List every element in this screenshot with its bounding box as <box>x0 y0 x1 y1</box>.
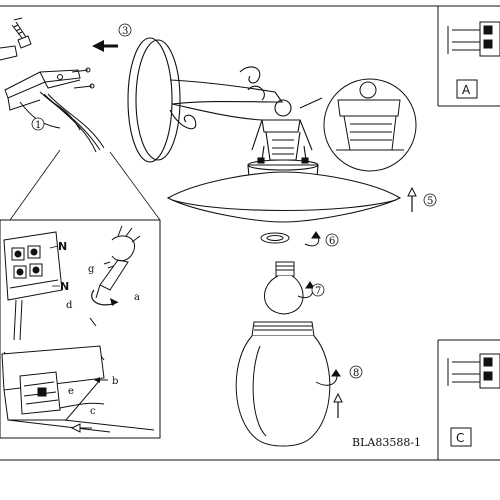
step5-number: 5 <box>427 196 433 207</box>
step5-label: 5 <box>423 193 437 207</box>
panel-c-connector <box>447 353 500 389</box>
panel-c-letter: C <box>456 431 464 445</box>
detail-label-a: a <box>134 292 140 303</box>
arrow-left-icon <box>70 423 92 433</box>
step7-label: 7 <box>311 283 325 297</box>
step8-glass-shade <box>235 321 341 447</box>
panel-a-letter: A <box>462 83 471 97</box>
arrow-up-icon <box>407 186 417 212</box>
step3-label: 3 <box>118 23 132 37</box>
step7-number: 7 <box>315 286 321 297</box>
rotate-arrow-icon <box>91 289 119 306</box>
cage-detail-zoom <box>299 78 417 172</box>
step3-lamp-body <box>127 37 402 223</box>
detail-label-d: d <box>66 300 73 311</box>
screwdriver-icon <box>95 225 141 299</box>
junction-housing <box>1 345 155 433</box>
step1-label: 1 <box>31 117 45 131</box>
detail-label-e: e <box>68 386 74 397</box>
model-code: BLA83588-1 <box>352 436 421 449</box>
terminal-n-bottom: N <box>60 280 69 293</box>
step8-number: 8 <box>353 368 359 379</box>
arrow-up-icon <box>333 392 343 418</box>
screw-icon <box>11 17 32 49</box>
terminal-n-top: N <box>58 240 67 253</box>
step1-number: 1 <box>35 120 41 131</box>
detail-label-c: c <box>90 406 96 417</box>
step3-number: 3 <box>122 26 128 37</box>
panel-c-box <box>450 427 472 447</box>
detail-label-b: b <box>112 376 118 387</box>
step6-number: 6 <box>329 236 335 247</box>
panel-a-connector <box>447 21 500 57</box>
step8-label: 8 <box>349 365 363 379</box>
step6-ring <box>260 231 321 247</box>
step1-wall-bracket <box>0 17 105 153</box>
step6-label: 6 <box>325 233 339 247</box>
terminal-block <box>3 231 63 341</box>
panel-a-box <box>456 79 478 99</box>
detail-label-g: g <box>88 264 95 275</box>
step7-bulb <box>264 261 315 315</box>
arrow-left-icon <box>92 40 118 52</box>
